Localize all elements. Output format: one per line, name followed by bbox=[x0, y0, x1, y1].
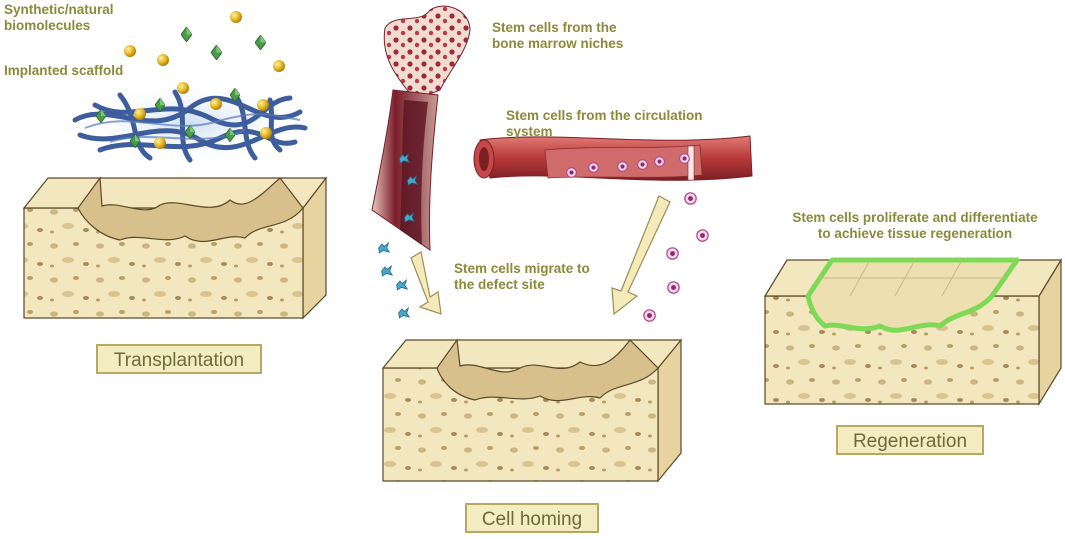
blood-vessel bbox=[473, 135, 753, 181]
transplantation-panel bbox=[22, 11, 328, 320]
stage-cell-homing: Cell homing bbox=[465, 503, 599, 533]
stage-regeneration: Regeneration bbox=[836, 425, 984, 455]
label-proliferate: Stem cells proliferate and differentiate… bbox=[792, 210, 1038, 241]
label-circulation-stem-cells: Stem cells from the circulation system bbox=[506, 108, 703, 139]
regeneration-panel bbox=[763, 257, 1063, 407]
stage-transplantation: Transplantation bbox=[96, 344, 262, 374]
label-migrate: Stem cells migrate to the defect site bbox=[454, 261, 590, 292]
femur-head bbox=[383, 5, 471, 101]
arrow-circulation bbox=[611, 195, 671, 316]
homing-panel bbox=[371, 5, 753, 483]
bone-block-defect bbox=[22, 176, 328, 320]
label-biomolecules: Synthetic/natural biomolecules bbox=[4, 2, 114, 33]
label-implanted-scaffold: Implanted scaffold bbox=[4, 63, 124, 78]
arrow-marrow bbox=[410, 251, 442, 315]
bone-block-homing bbox=[381, 338, 683, 483]
label-marrow-stem-cells: Stem cells from the bone marrow niches bbox=[492, 20, 624, 51]
